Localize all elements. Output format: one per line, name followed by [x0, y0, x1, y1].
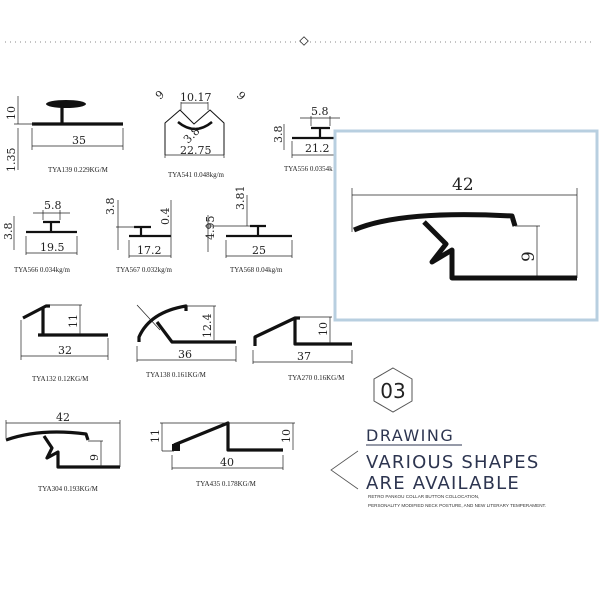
dim-label: 25	[252, 244, 266, 257]
dim-label: 42	[56, 411, 70, 424]
profile-caption: TYA567 0.032kg/m	[116, 266, 173, 274]
headline-line-1: VARIOUS SHAPES	[366, 452, 540, 473]
profile-caption: TYA541 0.048kg/m	[168, 171, 225, 179]
profile-tya541: 10.17 9 9 3.8 22.75 TYA541 0.048kg/m	[153, 88, 248, 179]
dim-label: 9	[88, 454, 101, 461]
dim-label: 17.2	[137, 244, 162, 257]
dim-label: 32	[58, 344, 72, 357]
profile-caption: TYA566 0.034kg/m	[14, 266, 71, 274]
profile-caption: TYA132 0.12KG/M	[32, 375, 89, 383]
detail-callout-tya304: 42 9	[333, 129, 599, 322]
dim-label: 10	[317, 322, 330, 336]
profile-tya138: 12.4 36 TYA138 0.161KG/M	[136, 304, 237, 379]
profile-caption: TYA270 0.16KG/M	[288, 374, 345, 382]
profile-tya139: 10 1.35 35 TYA139 0.229KG/M	[5, 96, 124, 174]
section-heading: 03 DRAWING VARIOUS SHAPES ARE AVAILABLE …	[330, 367, 546, 508]
section-title: DRAWING	[366, 426, 454, 445]
profile-tya304: 42 9 TYA304 0.193KG/M	[5, 411, 121, 493]
dim-label: 35	[72, 134, 86, 147]
dim-label: 36	[178, 348, 192, 361]
dim-label: 1.35	[5, 148, 18, 173]
profile-caption: TYA556 0.0354k	[284, 165, 333, 173]
profile-caption: TYA139 0.229KG/M	[48, 166, 109, 174]
dim-label: 9	[519, 251, 539, 262]
subtitle-line-2: PERSONALITY MODIFIED NECK POSTURE, AND N…	[368, 503, 546, 508]
dim-label: 3.81	[234, 186, 247, 211]
chevron-left-icon	[330, 450, 359, 490]
profile-tya435: 11 10 40 TYA435 0.178KG/M	[149, 421, 295, 488]
dim-label: 19.5	[40, 241, 65, 254]
profile-caption: TYA568 0.04kg/m	[230, 266, 283, 274]
top-divider	[5, 36, 595, 46]
section-number: 03	[380, 379, 405, 403]
dim-label: 21.2	[305, 142, 330, 155]
profile-tya132: 11 32 TYA132 0.12KG/M	[20, 304, 109, 383]
dim-label: 22.75	[180, 144, 212, 157]
dim-label: 10.17	[180, 91, 212, 104]
profile-caption: TYA304 0.193KG/M	[38, 485, 99, 493]
dim-label: 12.4	[201, 314, 214, 339]
dim-label: 40	[220, 456, 234, 469]
subtitle-line-1: RETRO PANKOU COLLAR BUTTON COLLOCATION,	[368, 494, 479, 499]
dim-label: 3.8	[272, 126, 285, 144]
profile-tya270: 10 37 TYA270 0.16KG/M	[252, 316, 353, 382]
dim-label: 5.8	[311, 105, 329, 118]
dim-label: 9	[234, 89, 248, 103]
profile-tya556: 5.8 3.8 21.2 TYA556 0.0354k	[272, 105, 340, 173]
dim-label: 37	[297, 350, 311, 363]
dim-label: 42	[452, 175, 474, 195]
dim-label: 0.4	[159, 208, 172, 226]
dim-label: 9	[153, 88, 167, 102]
dim-label: 10	[5, 106, 18, 120]
dim-label: 3.8	[2, 223, 15, 241]
profile-tya568: 4.95 3.81 25 TYA568 0.04kg/m	[204, 186, 293, 274]
profile-tya566: 5.8 3.8 19.5 TYA566 0.034kg/m	[2, 199, 78, 274]
dim-label: 4.95	[204, 216, 217, 241]
dim-label: 3.8	[104, 198, 117, 216]
dim-label: 11	[67, 314, 80, 328]
headline-line-2: ARE AVAILABLE	[366, 473, 520, 494]
profile-tya567: 3.8 0.4 17.2 TYA567 0.032kg/m	[104, 198, 173, 275]
profile-caption: TYA435 0.178KG/M	[196, 480, 257, 488]
profile-caption: TYA138 0.161KG/M	[146, 371, 207, 379]
dim-label: 5.8	[44, 199, 62, 212]
dim-label: 10	[280, 429, 293, 443]
dim-label: 11	[149, 429, 162, 443]
